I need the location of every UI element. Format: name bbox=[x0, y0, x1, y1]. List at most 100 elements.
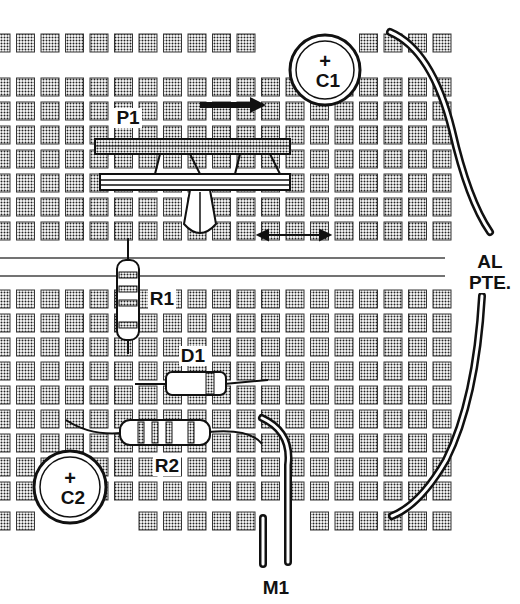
breadboard-pad bbox=[164, 222, 182, 240]
breadboard-pad bbox=[164, 314, 182, 332]
breadboard-pad bbox=[335, 198, 353, 216]
breadboard-pad bbox=[41, 314, 59, 332]
breadboard-pad bbox=[41, 174, 59, 192]
breadboard-pad bbox=[409, 314, 427, 332]
breadboard-pad bbox=[237, 410, 255, 428]
breadboard-pad bbox=[41, 102, 59, 120]
polarity-sign: + bbox=[319, 51, 331, 71]
breadboard-pad bbox=[41, 78, 59, 96]
breadboard-pad bbox=[0, 512, 10, 530]
breadboard-pad bbox=[66, 338, 84, 356]
breadboard-pad bbox=[286, 198, 304, 216]
breadboard-pad bbox=[335, 458, 353, 476]
breadboard-pad bbox=[115, 362, 133, 380]
breadboard-pad bbox=[90, 410, 108, 428]
resistor-symbol bbox=[66, 420, 262, 445]
breadboard-pad bbox=[0, 434, 10, 452]
breadboard-pad bbox=[262, 434, 280, 452]
breadboard-pad bbox=[66, 78, 84, 96]
breadboard-channel bbox=[0, 250, 445, 282]
breadboard-pad bbox=[237, 314, 255, 332]
breadboard-pad bbox=[213, 410, 231, 428]
breadboard-pad bbox=[17, 174, 35, 192]
breadboard-pad bbox=[311, 458, 329, 476]
breadboard-pad bbox=[213, 482, 231, 500]
breadboard-pad bbox=[164, 78, 182, 96]
breadboard-pad bbox=[17, 222, 35, 240]
breadboard-pad bbox=[335, 434, 353, 452]
part-label: C2 bbox=[61, 488, 85, 507]
breadboard-pad bbox=[384, 102, 402, 120]
breadboard-pad bbox=[115, 78, 133, 96]
breadboard-pad bbox=[237, 198, 255, 216]
breadboard-pad bbox=[41, 362, 59, 380]
breadboard-pad bbox=[213, 458, 231, 476]
breadboard-pad bbox=[0, 102, 10, 120]
breadboard-pad bbox=[0, 126, 10, 144]
breadboard-pad bbox=[164, 512, 182, 530]
breadboard-pad bbox=[0, 482, 10, 500]
breadboard-pad bbox=[0, 34, 10, 52]
breadboard-pad bbox=[0, 174, 10, 192]
breadboard-pad bbox=[311, 150, 329, 168]
breadboard-pad bbox=[188, 512, 206, 530]
breadboard-pad bbox=[237, 386, 255, 404]
breadboard-pad bbox=[384, 338, 402, 356]
breadboard-pad bbox=[360, 314, 378, 332]
breadboard-pad bbox=[188, 458, 206, 476]
breadboard-pad bbox=[360, 174, 378, 192]
breadboard-pad bbox=[17, 78, 35, 96]
breadboard-pad bbox=[311, 410, 329, 428]
breadboard-pad bbox=[66, 174, 84, 192]
breadboard-pad bbox=[433, 338, 451, 356]
breadboard-pad bbox=[409, 174, 427, 192]
breadboard-pad bbox=[41, 434, 59, 452]
breadboard-pad bbox=[311, 198, 329, 216]
breadboard-pad bbox=[286, 290, 304, 308]
breadboard-pad bbox=[237, 338, 255, 356]
breadboard-pad bbox=[66, 198, 84, 216]
breadboard-pad bbox=[41, 338, 59, 356]
breadboard-pad bbox=[41, 290, 59, 308]
connection-note: AL bbox=[475, 252, 504, 272]
breadboard-pad bbox=[115, 198, 133, 216]
breadboard-pad bbox=[139, 512, 157, 530]
breadboard-pad bbox=[139, 222, 157, 240]
breadboard-pad bbox=[409, 126, 427, 144]
breadboard-pad bbox=[360, 102, 378, 120]
breadboard-pad bbox=[360, 222, 378, 240]
breadboard-pad bbox=[433, 174, 451, 192]
breadboard-pad bbox=[0, 362, 10, 380]
breadboard-pad bbox=[41, 386, 59, 404]
breadboard-pad bbox=[90, 34, 108, 52]
breadboard-pad bbox=[164, 198, 182, 216]
connection-note: PTE. bbox=[467, 273, 513, 293]
breadboard-pad bbox=[115, 458, 133, 476]
diode-symbol bbox=[135, 372, 268, 395]
breadboard-pad bbox=[433, 290, 451, 308]
breadboard-pad bbox=[188, 314, 206, 332]
breadboard-pad bbox=[409, 222, 427, 240]
breadboard-pad bbox=[41, 222, 59, 240]
breadboard-pad bbox=[17, 338, 35, 356]
breadboard-pad bbox=[237, 362, 255, 380]
breadboard-pad bbox=[0, 290, 10, 308]
breadboard-pad bbox=[360, 34, 378, 52]
breadboard-pad bbox=[262, 386, 280, 404]
breadboard-pad bbox=[286, 314, 304, 332]
breadboard-pad bbox=[433, 482, 451, 500]
breadboard-pad bbox=[139, 78, 157, 96]
breadboard-pad bbox=[90, 198, 108, 216]
breadboard-pad bbox=[213, 34, 231, 52]
breadboard-pad bbox=[433, 386, 451, 404]
breadboard-pad bbox=[0, 410, 10, 428]
breadboard-pad bbox=[409, 410, 427, 428]
breadboard-pad bbox=[188, 482, 206, 500]
breadboard-pad bbox=[262, 290, 280, 308]
breadboard-pad bbox=[164, 102, 182, 120]
breadboard-pad bbox=[115, 34, 133, 52]
breadboard-pad bbox=[17, 434, 35, 452]
breadboard-pad bbox=[213, 198, 231, 216]
trimmer-potentiometer bbox=[95, 139, 290, 233]
breadboard-pad bbox=[360, 434, 378, 452]
